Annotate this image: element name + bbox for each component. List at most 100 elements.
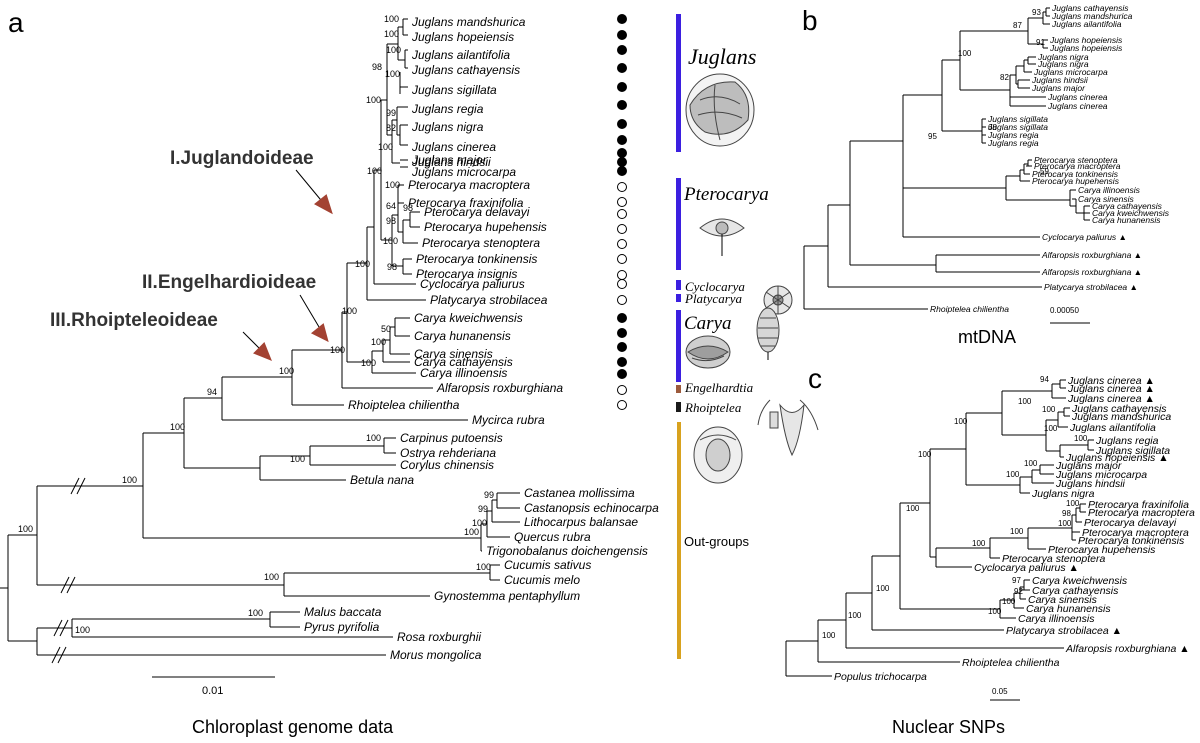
tip-label: Juglans cinerea ▲: [1067, 383, 1155, 395]
support-value: 82: [1000, 73, 1009, 82]
tip-label: Juglans major: [411, 153, 488, 167]
engelhardtia-bar: [676, 385, 681, 393]
tip-label: Pterocarya delavayi: [1084, 517, 1177, 529]
filled-dot: [617, 328, 627, 338]
pterocarya-bar: [676, 178, 681, 270]
tip-label: Pterocarya macroptera: [408, 178, 530, 192]
open-dot: [617, 254, 627, 264]
tip-label: Trigonobalanus doichengensis: [486, 544, 648, 558]
support-value: 98: [386, 216, 396, 226]
tip-label: Juglans ailantifolia: [1051, 19, 1122, 29]
tip-label: Juglans mandshurica: [1051, 11, 1133, 21]
support-value: 100: [876, 584, 890, 593]
tip-label: Pterocarya hupehensis: [1048, 544, 1156, 556]
tip-label: Pterocarya tonkinensis: [1078, 535, 1185, 547]
juglans-fruit-drawing: [685, 73, 755, 147]
support-value: 98: [372, 62, 382, 72]
scale-label-c: 0.05: [992, 687, 1008, 696]
tip-label: Carya hunanensis: [1092, 215, 1161, 225]
support-value: 82: [386, 123, 396, 133]
tip-label: Carya sinensis: [1028, 594, 1098, 606]
rhoiptelea-fruit-drawing: [693, 426, 743, 484]
tip-label: Corylus chinensis: [400, 458, 494, 472]
support-value: 59: [1040, 167, 1049, 176]
tip-label: Juglans cinerea ▲: [1067, 375, 1155, 387]
support-value: 100: [330, 345, 345, 355]
support-value: 100: [170, 422, 185, 432]
tip-label: Juglans cinerea: [411, 140, 496, 154]
support-value: 100: [958, 49, 972, 58]
platycarya-cone-drawing: [756, 307, 780, 360]
tip-label: Juglans hindsii: [1031, 75, 1089, 85]
tip-label: Carpinus putoensis: [400, 431, 503, 445]
support-value: 100: [279, 366, 294, 376]
tip-label: Alfaropsis roxburghiana ▲: [1041, 250, 1142, 260]
tip-label: Juglans cinerea: [1047, 92, 1108, 102]
tip-label: Juglans sigillata: [987, 114, 1048, 124]
support-value: 100: [1074, 434, 1088, 443]
support-value: 100: [1006, 470, 1020, 479]
support-value: 100: [472, 518, 487, 528]
support-value: 100: [385, 69, 400, 79]
tip-label: Cyclocarya paliurus ▲: [1042, 232, 1127, 242]
caption-mtdna: mtDNA: [958, 327, 1016, 347]
tip-label: Mycirca rubra: [472, 413, 545, 427]
subfamily-rhoipteleoideae: III.Rhoipteleoideae: [50, 310, 218, 331]
support-value: 100: [342, 306, 357, 316]
filled-dot: [617, 313, 627, 323]
support-value: 97: [1012, 576, 1021, 585]
tip-label: Juglans nigra: [1031, 488, 1095, 500]
support-value: 99: [484, 490, 494, 500]
tip-label: Pterocarya macroptera: [1088, 507, 1195, 519]
filled-dot: [617, 119, 627, 129]
tip-label: Ostrya rehderiana: [400, 446, 496, 460]
tip-label: Malus baccata: [304, 605, 382, 619]
tip-label: Juglans cinerea ▲: [1067, 393, 1155, 405]
support-value: 100: [264, 572, 279, 582]
genus-label-juglans: Juglans: [688, 44, 756, 69]
tip-label: Rhoiptelea chilientha: [930, 304, 1009, 314]
tip-label: Cucumis sativus: [504, 558, 591, 572]
support-value: 100: [371, 337, 386, 347]
support-value: 100: [1044, 424, 1058, 433]
support-value: 100: [1024, 459, 1038, 468]
tip-label: Carya hunanensis: [1026, 603, 1111, 615]
tip-label: Juglans ailantifolia: [1069, 422, 1156, 434]
tip-label: Carya kweichwensis: [414, 311, 523, 325]
tree-a-branches: [0, 18, 520, 656]
tip-label: Castanopsis echinocarpa: [524, 501, 659, 515]
tip-label: Juglans hopeiensis: [1049, 43, 1123, 53]
support-value: 100: [355, 259, 370, 269]
tip-label: Carya sinensis: [414, 347, 493, 361]
tip-label: Juglans mandshurica: [411, 15, 526, 29]
support-value: 100: [1058, 519, 1072, 528]
tip-label: Juglans regia: [1095, 435, 1159, 447]
support-value: 98: [403, 203, 413, 213]
fruit-illustrations: [685, 73, 819, 484]
support-value: 100: [378, 142, 393, 152]
support-value: 93: [1032, 8, 1041, 17]
panel-label-c: c: [808, 363, 822, 394]
caption-chloroplast: Chloroplast genome data: [192, 717, 394, 737]
support-value: 100: [18, 524, 33, 534]
cyclocarya-bar: [676, 280, 681, 290]
support-value: 100: [385, 180, 400, 190]
support-value: 94: [1040, 375, 1049, 384]
support-value: 100: [906, 504, 920, 513]
tip-label: Carya hunanensis: [414, 329, 511, 343]
support-value: 100: [848, 611, 862, 620]
filled-dot: [617, 82, 627, 92]
tip-label: Juglans cathayensis: [411, 63, 520, 77]
support-value: 91: [1036, 38, 1045, 47]
support-value: 98: [1062, 509, 1071, 518]
tip-label: Carya cathayensis: [1032, 585, 1119, 597]
support-value: 68: [988, 123, 997, 132]
support-value: 100: [361, 358, 376, 368]
filled-dot: [617, 135, 627, 145]
genus-label-cyclocarya: Cyclocarya: [685, 279, 745, 294]
filled-dot: [617, 157, 627, 167]
tip-label: Gynostemma pentaphyllum: [434, 589, 580, 603]
